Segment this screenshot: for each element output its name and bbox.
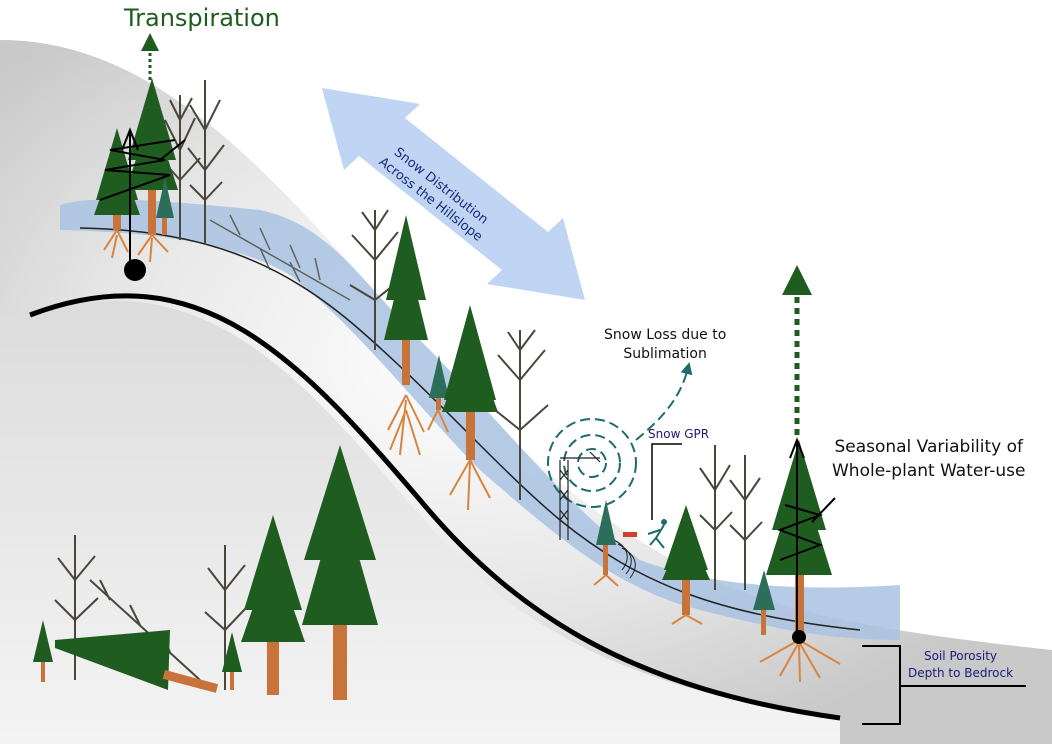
mid-bare-tree-2 (494, 329, 549, 500)
upper-sapflow-instrument (99, 127, 186, 265)
upper-soil-sensor (124, 259, 146, 281)
lower-left-conifer-small-2 (222, 632, 242, 690)
sublimation-spiral (547, 362, 693, 508)
sublimation-tower (559, 451, 601, 540)
snow-gpr-operator (613, 443, 682, 579)
lower-left-bare-trees (54, 535, 247, 690)
upper-site-roots (103, 229, 169, 263)
fallen-tree-upper (209, 214, 351, 301)
mid-conifer-2 (442, 305, 498, 460)
mid-conifer-1 (384, 215, 428, 385)
lower-sapflow-instrument (777, 437, 836, 632)
mid-conifer-small (429, 355, 449, 410)
snowpack (60, 199, 900, 641)
lower-left-fallen-conifer (55, 630, 219, 693)
lower-right-bare-trees (699, 445, 763, 590)
mid-roots (387, 394, 491, 511)
lower-left-conifer-1 (241, 515, 305, 695)
upper-site-conifer-small (156, 178, 174, 235)
soil-porosity-label: Soil Porosity Depth to Bedrock (908, 649, 1014, 680)
lower-slope-shade (0, 300, 840, 744)
snow-gpr-label: Snow GPR (648, 427, 710, 441)
lower-left-conifer-small (33, 620, 53, 682)
lower-right-roots (593, 574, 841, 683)
lower-right-conifer-small (596, 500, 616, 575)
bedrock-curve (29, 293, 841, 721)
transpiration-label: Transpiration (124, 4, 280, 32)
lower-left-conifer-2 (302, 445, 378, 700)
upper-site-conifer-2 (126, 78, 178, 235)
lower-right-conifer-1 (662, 505, 710, 615)
lower-soil-sensor (792, 630, 806, 644)
lower-right-conifer-small-2 (753, 570, 775, 635)
mid-bare-tree-1 (349, 209, 401, 350)
snow-distribution-arrow (322, 88, 585, 300)
snow-loss-label: Snow Loss due to Sublimation (604, 327, 727, 362)
seasonal-variability-label: Seasonal Variability of Whole-plant Wate… (832, 437, 1026, 481)
